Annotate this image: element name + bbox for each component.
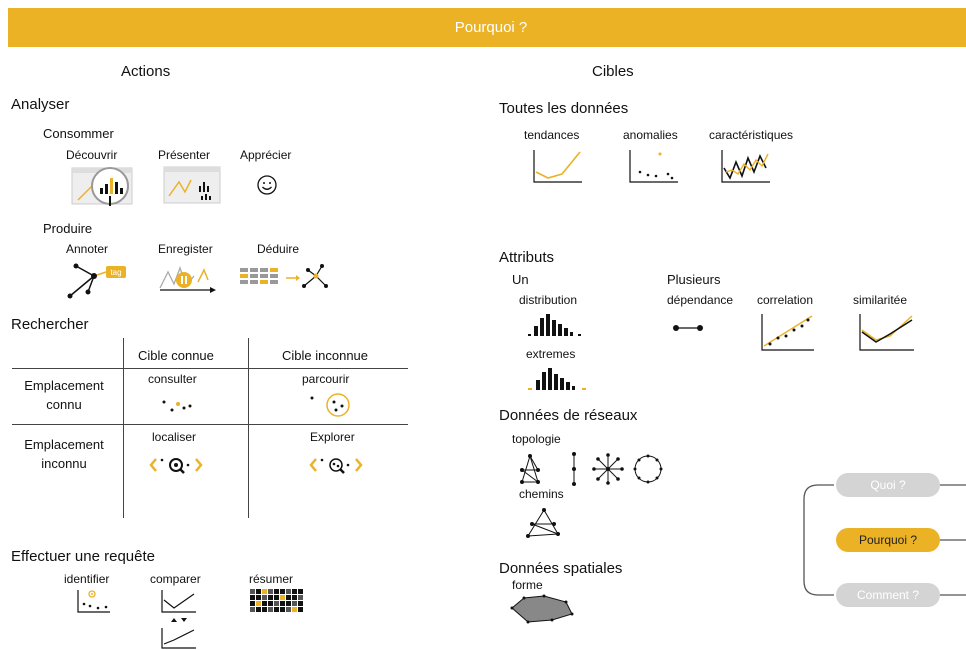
nav-quoi-button[interactable]: Quoi ? [836, 473, 940, 497]
cell-localiser: localiser [152, 430, 197, 444]
chemins-icon [526, 508, 560, 538]
explorer-icon [309, 458, 363, 474]
requete-title: Effectuer une requête [11, 548, 155, 565]
consulter-icon [162, 400, 192, 412]
label-anomalies: anomalies [623, 128, 678, 142]
label-similaritee: similaritée [853, 293, 908, 307]
label-resumer: résumer [249, 572, 294, 586]
un-title: Un [512, 272, 529, 287]
similaritee-icon [859, 314, 914, 351]
table-divider-h2 [12, 424, 408, 425]
label-chemins: chemins [519, 487, 564, 501]
deduire-icon [240, 264, 328, 288]
actions-heading: Actions [121, 63, 171, 80]
cibles-heading: Cibles [592, 63, 634, 80]
nav-pourquoi-button[interactable]: Pourquoi ? [836, 528, 940, 552]
tendances-icon [533, 150, 582, 183]
label-caracteristiques: caractéristiques [709, 128, 794, 142]
smiley-icon [257, 175, 277, 195]
reseaux-title: Données de réseaux [499, 407, 638, 424]
label-apprecier: Apprécier [240, 148, 292, 162]
topologie-icon [520, 452, 663, 486]
comparer-icon [161, 590, 196, 649]
nav-comment-button[interactable]: Comment ? [836, 583, 940, 607]
page-header: Pourquoi ? [8, 8, 966, 47]
toutes-title: Toutes les données [499, 100, 629, 117]
parcourir-icon [310, 393, 350, 417]
annoter-icon: tag [67, 263, 126, 299]
label-extremes: extremes [526, 347, 576, 361]
row-header-inconnu: Emplacement inconnu [24, 437, 104, 471]
anomalies-icon [629, 150, 678, 183]
plusieurs-title: Plusieurs [667, 272, 721, 287]
rechercher-title: Rechercher [11, 316, 89, 333]
cell-explorer: Explorer [310, 430, 355, 444]
cell-consulter: consulter [148, 372, 197, 386]
dependance-icon [673, 325, 703, 331]
col-header-inconnue: Cible inconnue [282, 348, 369, 363]
cell-parcourir: parcourir [302, 372, 350, 386]
consommer-title: Consommer [43, 126, 114, 141]
header-title: Pourquoi ? [454, 19, 528, 36]
decouvrir-icon [71, 167, 133, 206]
table-divider-v1 [123, 338, 124, 518]
presenter-icon [163, 166, 221, 204]
label-comparer: comparer [150, 572, 201, 586]
table-divider-h1 [12, 368, 408, 369]
label-dependance: dépendance [667, 293, 734, 307]
label-distribution: distribution [519, 293, 578, 307]
identifier-icon [77, 590, 110, 613]
produire-title: Produire [43, 221, 93, 236]
localiser-icon [149, 458, 203, 474]
row-header-connu: Emplacement connu [24, 378, 104, 412]
nav-connector [803, 484, 966, 596]
caracteristiques-icon [721, 150, 770, 183]
label-topologie: topologie [512, 432, 561, 446]
label-tendances: tendances [524, 128, 580, 142]
correlation-icon [761, 314, 814, 351]
label-annoter: Annoter [66, 242, 109, 256]
label-decouvrir: Découvrir [66, 148, 118, 162]
resumer-icon [250, 589, 303, 612]
label-correlation: correlation [757, 293, 814, 307]
spatiales-title: Données spatiales [499, 560, 623, 577]
label-presenter: Présenter [158, 148, 211, 162]
label-identifier: identifier [64, 572, 110, 586]
forme-icon [510, 594, 574, 624]
tag-label: tag [110, 268, 121, 277]
distribution-icon [528, 314, 581, 336]
enregister-icon [159, 266, 216, 293]
col-header-connue: Cible connue [138, 348, 214, 363]
label-deduire: Déduire [257, 242, 300, 256]
attributs-title: Attributs [499, 249, 555, 266]
analyser-title: Analyser [11, 96, 70, 113]
label-enregister: Enregister [158, 242, 213, 256]
extremes-icon [528, 368, 586, 390]
label-forme: forme [512, 578, 543, 592]
table-divider-v2 [248, 338, 249, 518]
